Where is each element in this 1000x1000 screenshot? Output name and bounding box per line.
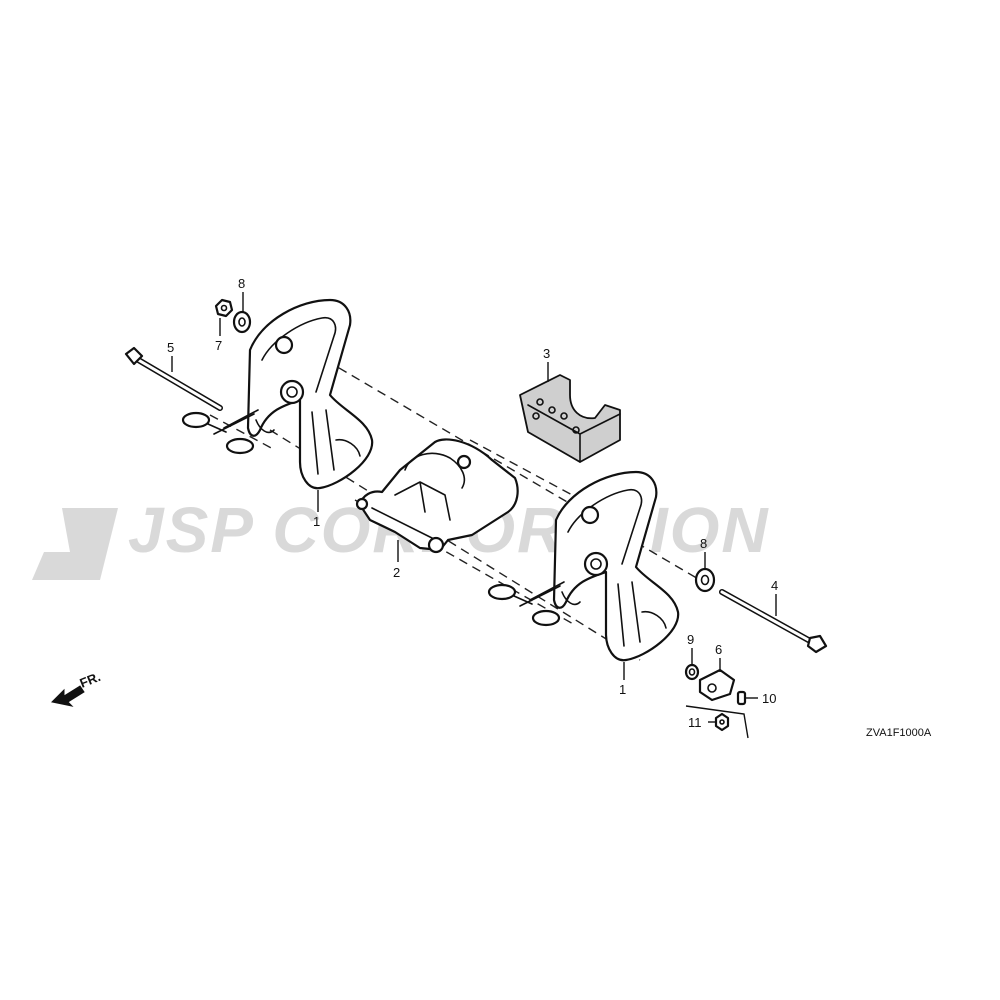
callout-10: 10 (762, 691, 776, 706)
callout-8-right: 8 (700, 536, 707, 551)
front-arrow-icon (50, 685, 85, 707)
callout-9: 9 (687, 632, 694, 647)
swivel-case (355, 438, 519, 554)
washer-8-top (232, 310, 252, 334)
nut-11 (714, 712, 730, 732)
callout-7: 7 (215, 338, 222, 353)
left-clamp-screw (181, 409, 259, 455)
front-direction-marker: FR. (50, 669, 103, 707)
nut-7 (214, 298, 234, 318)
callout-8-top: 8 (238, 276, 245, 291)
callout-5: 5 (167, 340, 174, 355)
diagram-code: ZVA1F1000A (866, 727, 932, 739)
pin-10 (736, 690, 747, 706)
washer-8-right (694, 567, 716, 593)
washer-9 (684, 663, 700, 681)
callout-6: 6 (715, 642, 722, 657)
watermark-logo-icon (32, 508, 118, 580)
callout-11: 11 (688, 715, 702, 730)
callouts: 5 8 7 1 2 3 4 8 1 9 6 10 11 (167, 276, 778, 730)
callout-2: 2 (393, 565, 400, 580)
front-marker-label: FR. (78, 669, 103, 691)
right-stern-bracket (552, 470, 680, 662)
left-stern-bracket (246, 298, 374, 490)
anode-6 (698, 668, 736, 702)
bolt-5 (124, 346, 223, 411)
anode-block (519, 374, 621, 463)
callout-1-right: 1 (619, 682, 626, 697)
callout-4: 4 (771, 578, 778, 593)
bolt-4 (719, 589, 828, 654)
callout-1-left: 1 (313, 514, 320, 529)
right-clamp-screw (487, 581, 565, 627)
callout-3: 3 (543, 346, 550, 361)
leaders (171, 292, 777, 723)
